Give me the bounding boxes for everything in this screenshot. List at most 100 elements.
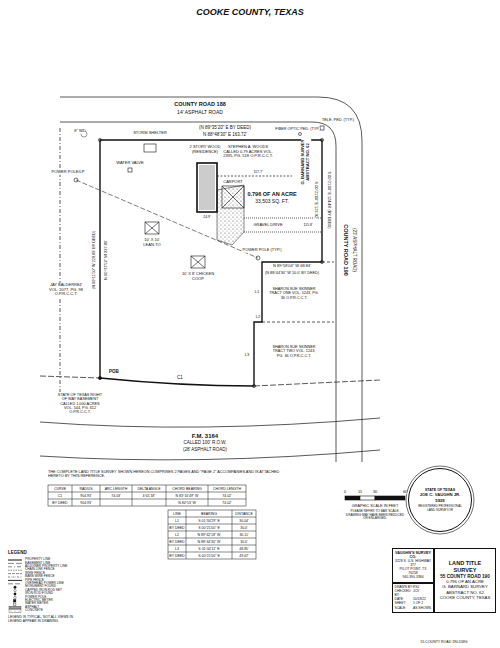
scale-label: 30 [373, 490, 377, 494]
line-table-cell: N 88°44'30" W [198, 539, 221, 543]
plat-label: TELE. PED. (TYP.) [322, 118, 354, 122]
scale-label: 15 [358, 490, 362, 494]
line-table-cell: 49.67' [239, 553, 248, 557]
drawing-part [74, 126, 324, 388]
node-text: JCV [413, 590, 432, 598]
plat-label: WATER VALVE [116, 161, 143, 166]
curve-table-cell: RADIUS [79, 486, 92, 490]
legend-symbol [14, 586, 16, 588]
node-text: REGISTERED PROFESSIONAL LAND SURVEYOR [417, 505, 463, 512]
line-table-cell: BY DEED [169, 539, 184, 543]
chicken-coop [191, 256, 205, 268]
node-text: 5929 [435, 499, 444, 504]
curve-table-cell: 4°41'18" [142, 493, 155, 497]
plat-label: N 88°48'30" E 163.72' [203, 132, 247, 137]
line-table-cell: S 01°34'29" E [198, 518, 220, 522]
legend-text: CONCRETE [25, 609, 43, 613]
legend-sample [8, 577, 22, 578]
legend-swatch [9, 610, 21, 613]
carport [222, 186, 244, 208]
power-pole-symbol [256, 256, 260, 260]
line-table-cell: 30.11' [239, 532, 248, 536]
lean-to [145, 222, 159, 234]
node-text: CHECKED BY: [395, 590, 414, 598]
plat-label: F.M. 3164 [192, 433, 218, 440]
curve-table-cell: 904.93' [80, 500, 91, 504]
plat-label: 10' X 10' LEAN-TO [138, 238, 166, 247]
line-table-cell: S 00°21'00" E [198, 525, 220, 529]
node-text: DRAWN BY: [395, 586, 414, 590]
line-table-cell: BY DEED [169, 553, 184, 557]
table-frame [168, 510, 256, 559]
line-table-cell: 48.85' [239, 546, 248, 550]
curve-table-cell: ARC LENGTH [105, 486, 128, 490]
file-name: 55 COUNTY ROAD 190.DWG [420, 640, 467, 644]
legend-line [8, 583, 22, 584]
sheet-note: THE COMPLETE LAND TITLE SURVEY SHOWN HER… [48, 470, 288, 479]
fence-line [217, 176, 292, 177]
legend-sample [8, 563, 22, 564]
road-edge [60, 97, 362, 462]
node-text: DATE: [395, 598, 414, 602]
plat-label: COUNTY ROAD 188 [174, 101, 226, 107]
plat-label: POWER POLE/LP [52, 170, 85, 175]
legend-symbol [14, 593, 16, 595]
plat-label: (23' ASPHALT ROAD) [351, 228, 356, 272]
plat-label: SHARON SUE SKINNER TRACT TWO VOL. 1243, … [269, 345, 319, 358]
node-text: STATE OF TEXAS [425, 488, 455, 492]
plat-label: 8" WD [74, 129, 85, 134]
legend-sample [9, 606, 21, 609]
line-table-cell: BEARING [201, 511, 217, 515]
legend-line [8, 563, 22, 564]
plat-label: 14' ASPHALT ROAD [177, 110, 223, 116]
line-table-cell: N 89°42'18" W [198, 532, 221, 536]
curve-table-cell: CHORD BEARING [172, 486, 202, 490]
legend-sample [14, 596, 16, 598]
node-text: ABSTRACT NO. 62 [437, 591, 494, 596]
iron-rod [98, 138, 101, 141]
line-table [168, 510, 256, 559]
plat-label: STORM SHELTER [133, 131, 167, 136]
table-frame [48, 485, 246, 506]
coop-cross [191, 256, 205, 268]
scale-label: PLEASE REFER TO BAR SCALE. DRAWING MAY H… [345, 510, 405, 521]
plat-label: GRAVEL DRIVE [253, 223, 282, 228]
plat-label: N 00°33'52" W 227.80' [104, 240, 109, 280]
curve-table-cell: CHORD LENGTH [213, 486, 241, 490]
legend-sample [14, 593, 16, 595]
plat-label: POB [109, 369, 119, 374]
plat-label: S 00°21'00" E 124.48' (BY DEED) [327, 171, 331, 228]
legend-note: LEGEND [8, 550, 27, 555]
plat-label: STATE OF TEXAS RIGHT OF WAY EASEMENT CAL… [56, 393, 104, 415]
gravel-drive-edge [244, 218, 322, 232]
fiber-ped-symbol [299, 133, 302, 136]
plat-label: POWER POLE (TYP.) [242, 248, 281, 253]
pavement-edge [40, 418, 380, 427]
drawing-part [40, 97, 380, 462]
residence-fill [199, 165, 215, 210]
node-text: PILOT POINT, TX 76258 [395, 568, 432, 576]
node-text: LAND TITLE SURVEY [437, 560, 494, 573]
plat-label: 10' X 8' CHICKEN COOP [181, 272, 215, 281]
plat-label: L2 [256, 315, 260, 320]
curve-table-cell: 74.02' [222, 493, 231, 497]
plat-label: S 00°21'00" E 123.90' [314, 182, 318, 219]
lean-to-cross [145, 222, 159, 234]
company-block: VAUGHN'S SURVEY CO.3228 S. U.S. HIGHWAY … [392, 548, 434, 583]
legend-sample [8, 560, 22, 561]
legend-line [8, 580, 22, 581]
node-text: 3228 S. U.S. HIGHWAY 377 [395, 560, 432, 568]
plat-label: 117.7' [253, 170, 262, 174]
legend-sample [9, 610, 21, 613]
plat-label: STEPHEN A. WOODS CALLED 0.79 ACRES VOL. … [223, 145, 273, 159]
legend-line [8, 573, 22, 574]
power-pole-symbol [74, 178, 78, 182]
iron-rod [320, 138, 323, 141]
plat-label: (28' ASPHALT ROAD) [183, 447, 227, 452]
curve-table-cell: DELTA ANGLE [137, 486, 160, 490]
legend-sample [14, 600, 16, 602]
line-table-cell: DISTANCE [235, 511, 252, 515]
legend-sample [8, 566, 22, 567]
line-table-cell: 30.0' [240, 539, 247, 543]
plat-label: G. BARNARD SURVEY ABSTRACT NO. 62 [301, 137, 311, 187]
